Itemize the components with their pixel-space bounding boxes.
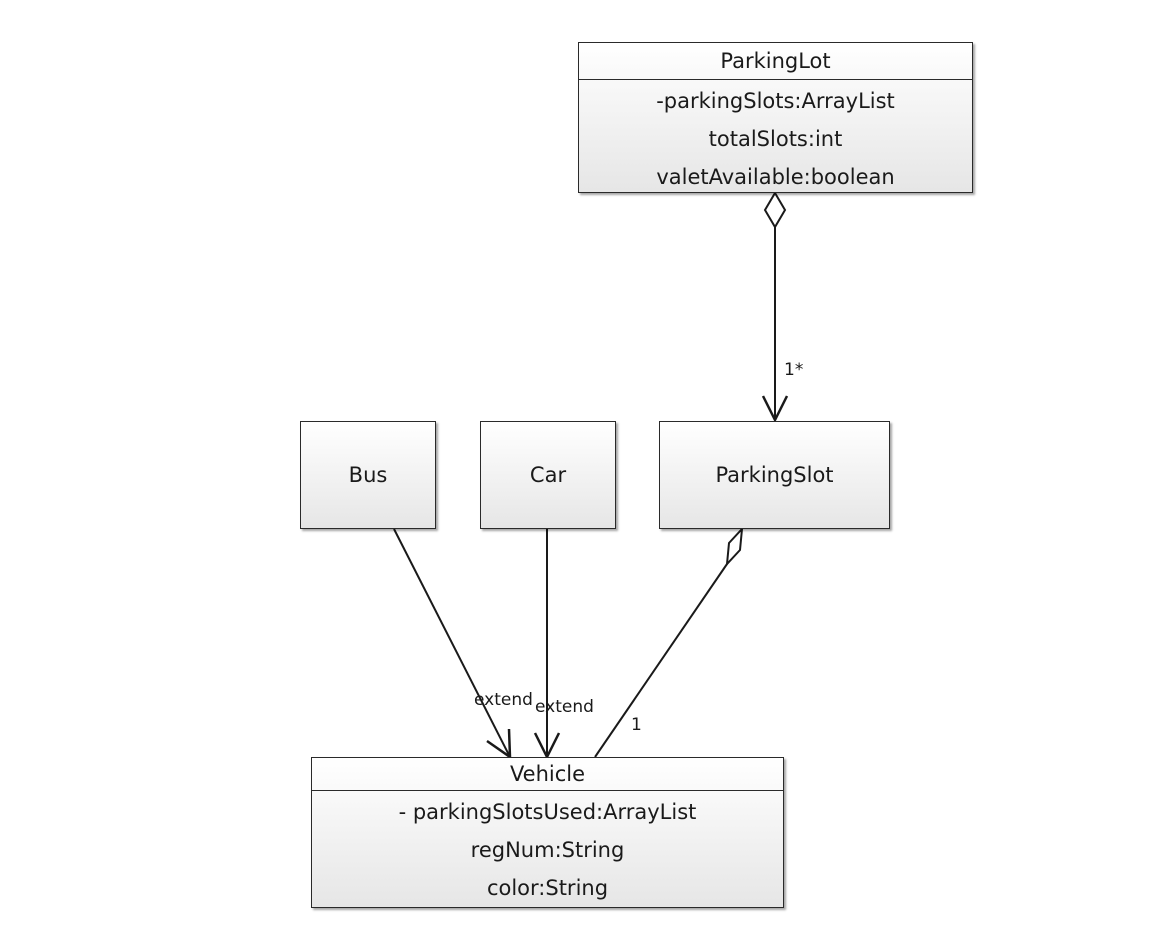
class-name: ParkingLot — [579, 43, 972, 80]
attribute: totalSlots:int — [708, 127, 843, 151]
aggregation-diamond — [725, 526, 744, 567]
class-name: Bus — [348, 463, 388, 487]
class-parking-lot[interactable]: ParkingLot -parkingSlots:ArrayList total… — [578, 42, 973, 193]
attribute: regNum:String — [470, 838, 625, 862]
attribute: - parkingSlotsUsed:ArrayList — [398, 800, 697, 824]
class-bus[interactable]: Bus — [300, 421, 436, 529]
extend-line — [393, 528, 511, 758]
aggregation-slot-vehicle — [594, 526, 744, 758]
aggregation-lot-slot — [761, 191, 789, 423]
extend-label-bus: extend — [474, 690, 533, 710]
attribute: -parkingSlots:ArrayList — [656, 89, 895, 113]
class-parking-slot[interactable]: ParkingSlot — [659, 421, 890, 529]
class-name: ParkingSlot — [715, 463, 834, 487]
aggregation-diamond — [763, 191, 787, 229]
attribute-list: - parkingSlotsUsed:ArrayList regNum:Stri… — [312, 791, 783, 907]
class-vehicle[interactable]: Vehicle - parkingSlotsUsed:ArrayList reg… — [311, 757, 784, 908]
extend-bus-vehicle — [393, 528, 512, 760]
attribute: valetAvailable:boolean — [656, 165, 895, 189]
multiplicity-label-lot-slot: 1* — [784, 360, 804, 380]
multiplicity-label-slot-vehicle: 1 — [631, 715, 642, 735]
extend-label-car: extend — [535, 697, 594, 717]
class-name: Vehicle — [312, 758, 783, 791]
attribute-list: -parkingSlots:ArrayList totalSlots:int v… — [579, 80, 972, 196]
attribute: color:String — [486, 876, 609, 900]
class-name: Car — [529, 463, 567, 487]
arrowhead-open — [761, 395, 789, 423]
aggregation-line — [594, 563, 728, 758]
class-car[interactable]: Car — [480, 421, 616, 529]
extend-car-vehicle — [533, 529, 561, 760]
